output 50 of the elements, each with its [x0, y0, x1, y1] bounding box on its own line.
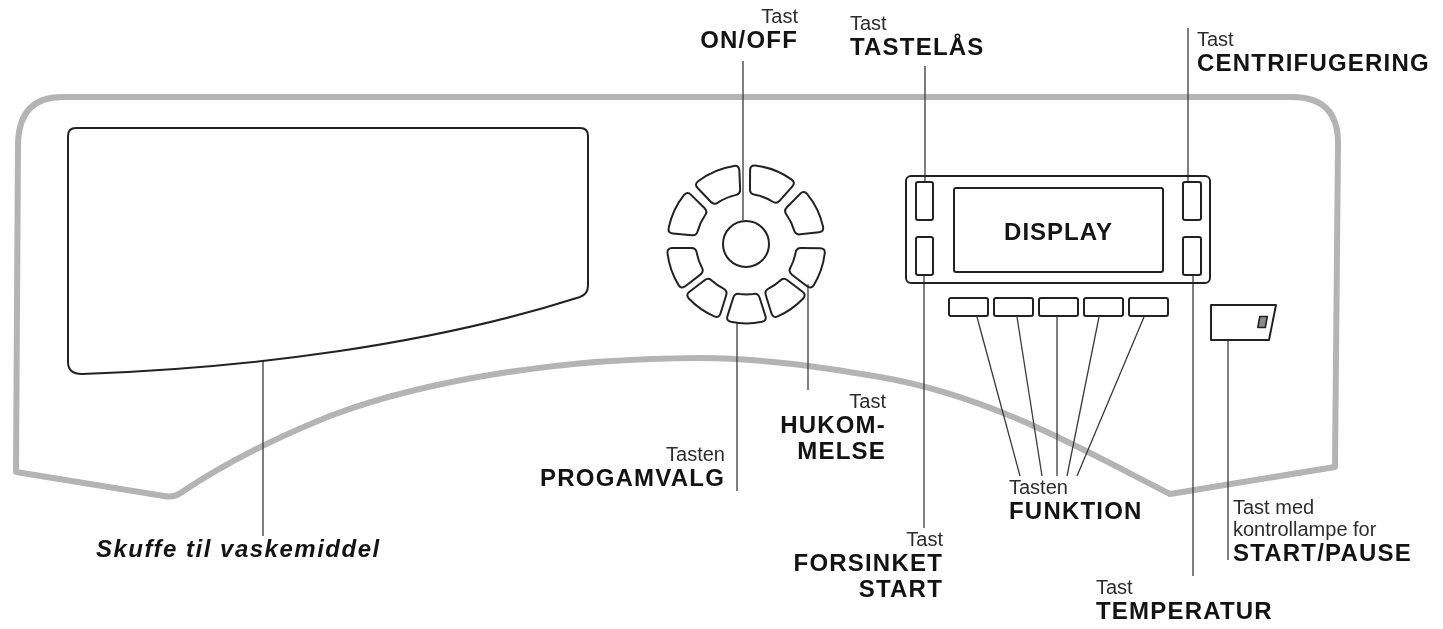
callout-title: FORSINKET START: [792, 550, 943, 602]
callout-caption: Tast med kontrollampe for: [1233, 496, 1378, 540]
callout-title: FUNKTION: [1009, 498, 1143, 524]
callout-title: HUKOM- MELSE: [779, 412, 886, 464]
callout-caption: Tast: [850, 12, 887, 34]
dial-key: [725, 292, 767, 323]
display-label: DISPLAY: [1004, 219, 1113, 245]
leader-line: [736, 322, 738, 492]
leader-line: [1016, 316, 1043, 477]
function-key: [1038, 297, 1079, 317]
callout-caption: Tast: [1197, 28, 1234, 50]
leader-line: [1066, 316, 1100, 477]
callout-caption: Tast: [1096, 576, 1133, 598]
leader-line: [1076, 316, 1145, 477]
callout-caption: Tast: [761, 5, 798, 27]
leader-line: [976, 316, 1021, 477]
leader-line: [923, 275, 925, 529]
function-key: [993, 297, 1034, 317]
callout-title: TEMPERATUR: [1096, 598, 1273, 624]
leader-line: [262, 360, 264, 537]
dial-center-button: [722, 220, 770, 268]
leader-line: [742, 60, 744, 221]
function-key: [1128, 297, 1169, 317]
callout-title: PROGAMVALG: [540, 465, 725, 491]
callout-caption: Tasten: [666, 443, 725, 465]
function-key: [948, 297, 989, 317]
callout-title: START/PAUSE: [1233, 540, 1412, 566]
callout-caption: Tasten: [1009, 476, 1068, 498]
leader-line: [1227, 340, 1229, 561]
callout-title: ON/OFF: [700, 27, 798, 53]
panel-key: [1182, 236, 1202, 276]
dial-key: [787, 247, 825, 290]
callout-title: TASTELÅS: [850, 34, 985, 60]
leader-line: [1187, 27, 1189, 182]
display-panel: [905, 175, 1211, 284]
leader-line: [1056, 316, 1058, 477]
display-screen: [953, 187, 1164, 273]
leader-line: [807, 283, 809, 391]
callout-title: Skuffe til vaskemiddel: [96, 536, 381, 562]
callout-caption: Tast: [906, 528, 943, 550]
leader-line: [1192, 275, 1194, 577]
function-key: [1083, 297, 1124, 317]
panel-key: [915, 236, 934, 276]
panel-key: [1182, 181, 1202, 221]
detergent-drawer: [67, 127, 589, 375]
leader-line: [924, 65, 926, 182]
callout-caption: Tast: [849, 390, 886, 412]
start-key: [1210, 304, 1277, 341]
panel-key: [915, 181, 934, 221]
callout-title: CENTRIFUGERING: [1197, 50, 1430, 76]
